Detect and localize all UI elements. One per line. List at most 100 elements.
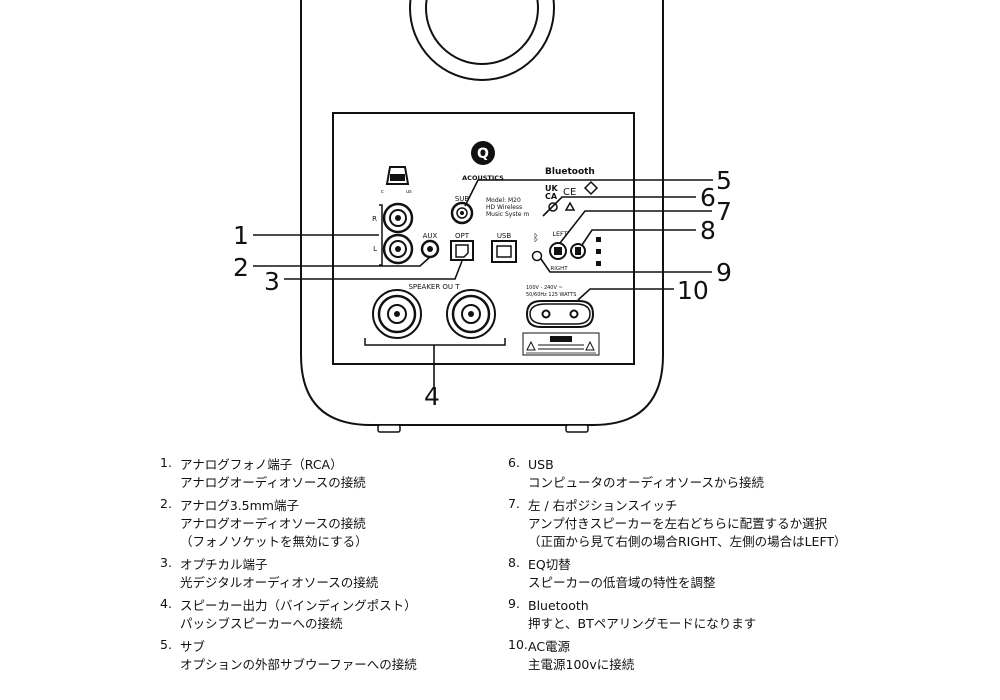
ac-power-inlet: 100V - 240V ~ 50/60Hz 125 WATTS — [525, 285, 595, 328]
speaker-output-terminals: SPEAKER OU T — [364, 283, 506, 346]
callout-lines — [253, 179, 713, 387]
svg-text:RIGHT: RIGHT — [550, 266, 568, 272]
legend-description: 光デジタルオーディオソースの接続 — [180, 575, 379, 590]
callout-6: 6 — [700, 183, 716, 212]
legend-number: 8. — [508, 555, 520, 570]
callout-5: 5 — [716, 166, 732, 195]
left-right-switch: LEFT RIGHT — [549, 230, 568, 272]
legend-column-left: 1. アナログフォノ端子（RCA） アナログオーディオソースの接続 2. アナロ… — [160, 455, 630, 678]
svg-text:SUB: SUB — [455, 195, 470, 203]
svg-text:OPT: OPT — [455, 232, 470, 240]
svg-text:Model: M20: Model: M20 — [486, 197, 521, 204]
legend-description: アナログオーディオソースの接続 — [180, 475, 366, 490]
legend-number: 4. — [160, 596, 172, 611]
sub-output-jack: SUB — [450, 195, 474, 225]
rca-input-group: R L — [372, 202, 414, 266]
bluetooth-pair-button — [531, 250, 543, 262]
bass-port — [409, 0, 555, 81]
model-info: Model: M20 HD Wireless Music Syste m — [486, 197, 529, 218]
legend-item-5: 5. サブ オプションの外部サブウーファーへの接続 — [160, 637, 630, 674]
legend-title: サブ — [180, 639, 206, 654]
legend-number: 9. — [508, 596, 520, 611]
legend-number: 2. — [160, 496, 172, 511]
speaker-rear-panel-diagram: Q ACOUSTICS c us Bluetooth UK CA CE Mode… — [233, 0, 732, 433]
legend-item-1: 1. アナログフォノ端子（RCA） アナログオーディオソースの接続 — [160, 455, 630, 492]
legend-description: アンプ付きスピーカーを左右どちらに配置するか選択 （正面から見て右側の場合RIG… — [528, 516, 847, 549]
callout-10: 10 — [677, 276, 709, 305]
callout-1: 1 — [233, 221, 249, 250]
svg-text:SPEAKER OU T: SPEAKER OU T — [408, 283, 460, 291]
svg-text:CE: CE — [563, 187, 576, 198]
legend-title: AC電源 — [528, 639, 571, 654]
svg-text:100V - 240V ~: 100V - 240V ~ — [526, 285, 563, 291]
legend-item-8: 8. EQ切替 スピーカーの低音域の特性を調整 — [508, 555, 978, 592]
svg-text:c: c — [381, 189, 384, 195]
bluetooth-small-icon: ᛒ — [533, 233, 539, 244]
legend-number: 3. — [160, 555, 172, 570]
legend-number: 6. — [508, 455, 520, 470]
svg-text:AUX: AUX — [423, 232, 438, 240]
callout-2: 2 — [233, 253, 249, 282]
legend-number: 10. — [508, 637, 528, 652]
rca-jack-left — [382, 233, 414, 265]
binding-post-right — [446, 289, 496, 339]
legend-number: 1. — [160, 455, 172, 470]
legend-description: アナログオーディオソースの接続 （フォノソケットを無効にする） — [180, 516, 368, 549]
legend-item-6: 6. USB コンピュータのオーディオソースから接続 — [508, 455, 978, 492]
legend-item-10: 10. AC電源 主電源100vに接続 — [508, 637, 978, 674]
legend-title: アナログフォノ端子（RCA） — [180, 457, 343, 472]
legend-title: オプチカル端子 — [180, 557, 268, 572]
svg-text:ACOUSTICS: ACOUSTICS — [462, 174, 504, 182]
legend-title: Bluetooth — [528, 598, 589, 613]
eq-switch — [570, 237, 601, 266]
usb-port: USB — [491, 232, 517, 263]
binding-post-left — [372, 289, 422, 339]
legend-description: コンピュータのオーディオソースから接続 — [528, 475, 765, 490]
legend-item-3: 3. オプチカル端子 光デジタルオーディオソースの接続 — [160, 555, 630, 592]
cabinet-foot-right — [565, 424, 589, 433]
warning-label — [522, 332, 600, 356]
legend-description: 主電源100vに接続 — [528, 657, 635, 672]
cabinet-foot-left — [377, 424, 401, 433]
svg-text:USB: USB — [497, 232, 512, 240]
legend-item-2: 2. アナログ3.5mm端子 アナログオーディオソースの接続 （フォノソケットを… — [160, 496, 630, 551]
callout-9: 9 — [716, 258, 732, 287]
legend-number: 5. — [160, 637, 172, 652]
optical-input: OPT — [450, 232, 474, 261]
svg-text:LEFT: LEFT — [552, 230, 567, 238]
legend-item-4: 4. スピーカー出力（バインディングポスト） パッシブスピーカーへの接続 — [160, 596, 630, 633]
callout-3: 3 — [264, 267, 280, 296]
legend-description: パッシブスピーカーへの接続 — [180, 616, 343, 631]
svg-text:HD Wireless: HD Wireless — [486, 204, 522, 211]
svg-text:50/60Hz 125 WATTS: 50/60Hz 125 WATTS — [526, 292, 576, 298]
legend-title: スピーカー出力（バインディングポスト） — [180, 598, 417, 613]
svg-text:UK: UK — [545, 184, 558, 193]
legend-column-right: 6. USB コンピュータのオーディオソースから接続 7. 左 / 右ポジション… — [508, 455, 978, 678]
q-acoustics-logo: Q ACOUSTICS — [462, 141, 504, 182]
legend-description: オプションの外部サブウーファーへの接続 — [180, 657, 417, 672]
legend-description: スピーカーの低音域の特性を調整 — [528, 575, 716, 590]
svg-text:Q: Q — [477, 146, 489, 162]
legend-title: アナログ3.5mm端子 — [180, 498, 299, 513]
svg-text:CA: CA — [545, 192, 558, 201]
bluetooth-logo: Bluetooth — [545, 167, 595, 177]
rca-jack-right — [382, 202, 414, 234]
callout-4: 4 — [424, 382, 440, 411]
svg-text:us: us — [406, 189, 412, 195]
legend-number: 7. — [508, 496, 520, 511]
legend-item-7: 7. 左 / 右ポジションスイッチ アンプ付きスピーカーを左右どちらに配置するか… — [508, 496, 978, 551]
svg-text:R: R — [372, 215, 377, 223]
legend-description: 押すと、BTペアリングモードになります — [528, 616, 757, 631]
callout-7: 7 — [716, 197, 732, 226]
svg-text:L: L — [373, 245, 377, 253]
certification-marks: UK CA CE — [545, 180, 599, 212]
callout-8: 8 — [700, 216, 716, 245]
legend-title: 左 / 右ポジションスイッチ — [528, 498, 678, 513]
legend-title: USB — [528, 457, 554, 472]
legend-item-9: 9. Bluetooth 押すと、BTペアリングモードになります — [508, 596, 978, 633]
callout-numbers: 1 2 3 4 5 6 7 8 9 10 — [233, 166, 732, 411]
svg-text:Music Syste m: Music Syste m — [486, 211, 529, 218]
speaker-cabinet — [300, 0, 664, 426]
tuv-certification-mark: c us — [381, 166, 412, 195]
aux-jack: AUX — [420, 232, 440, 259]
